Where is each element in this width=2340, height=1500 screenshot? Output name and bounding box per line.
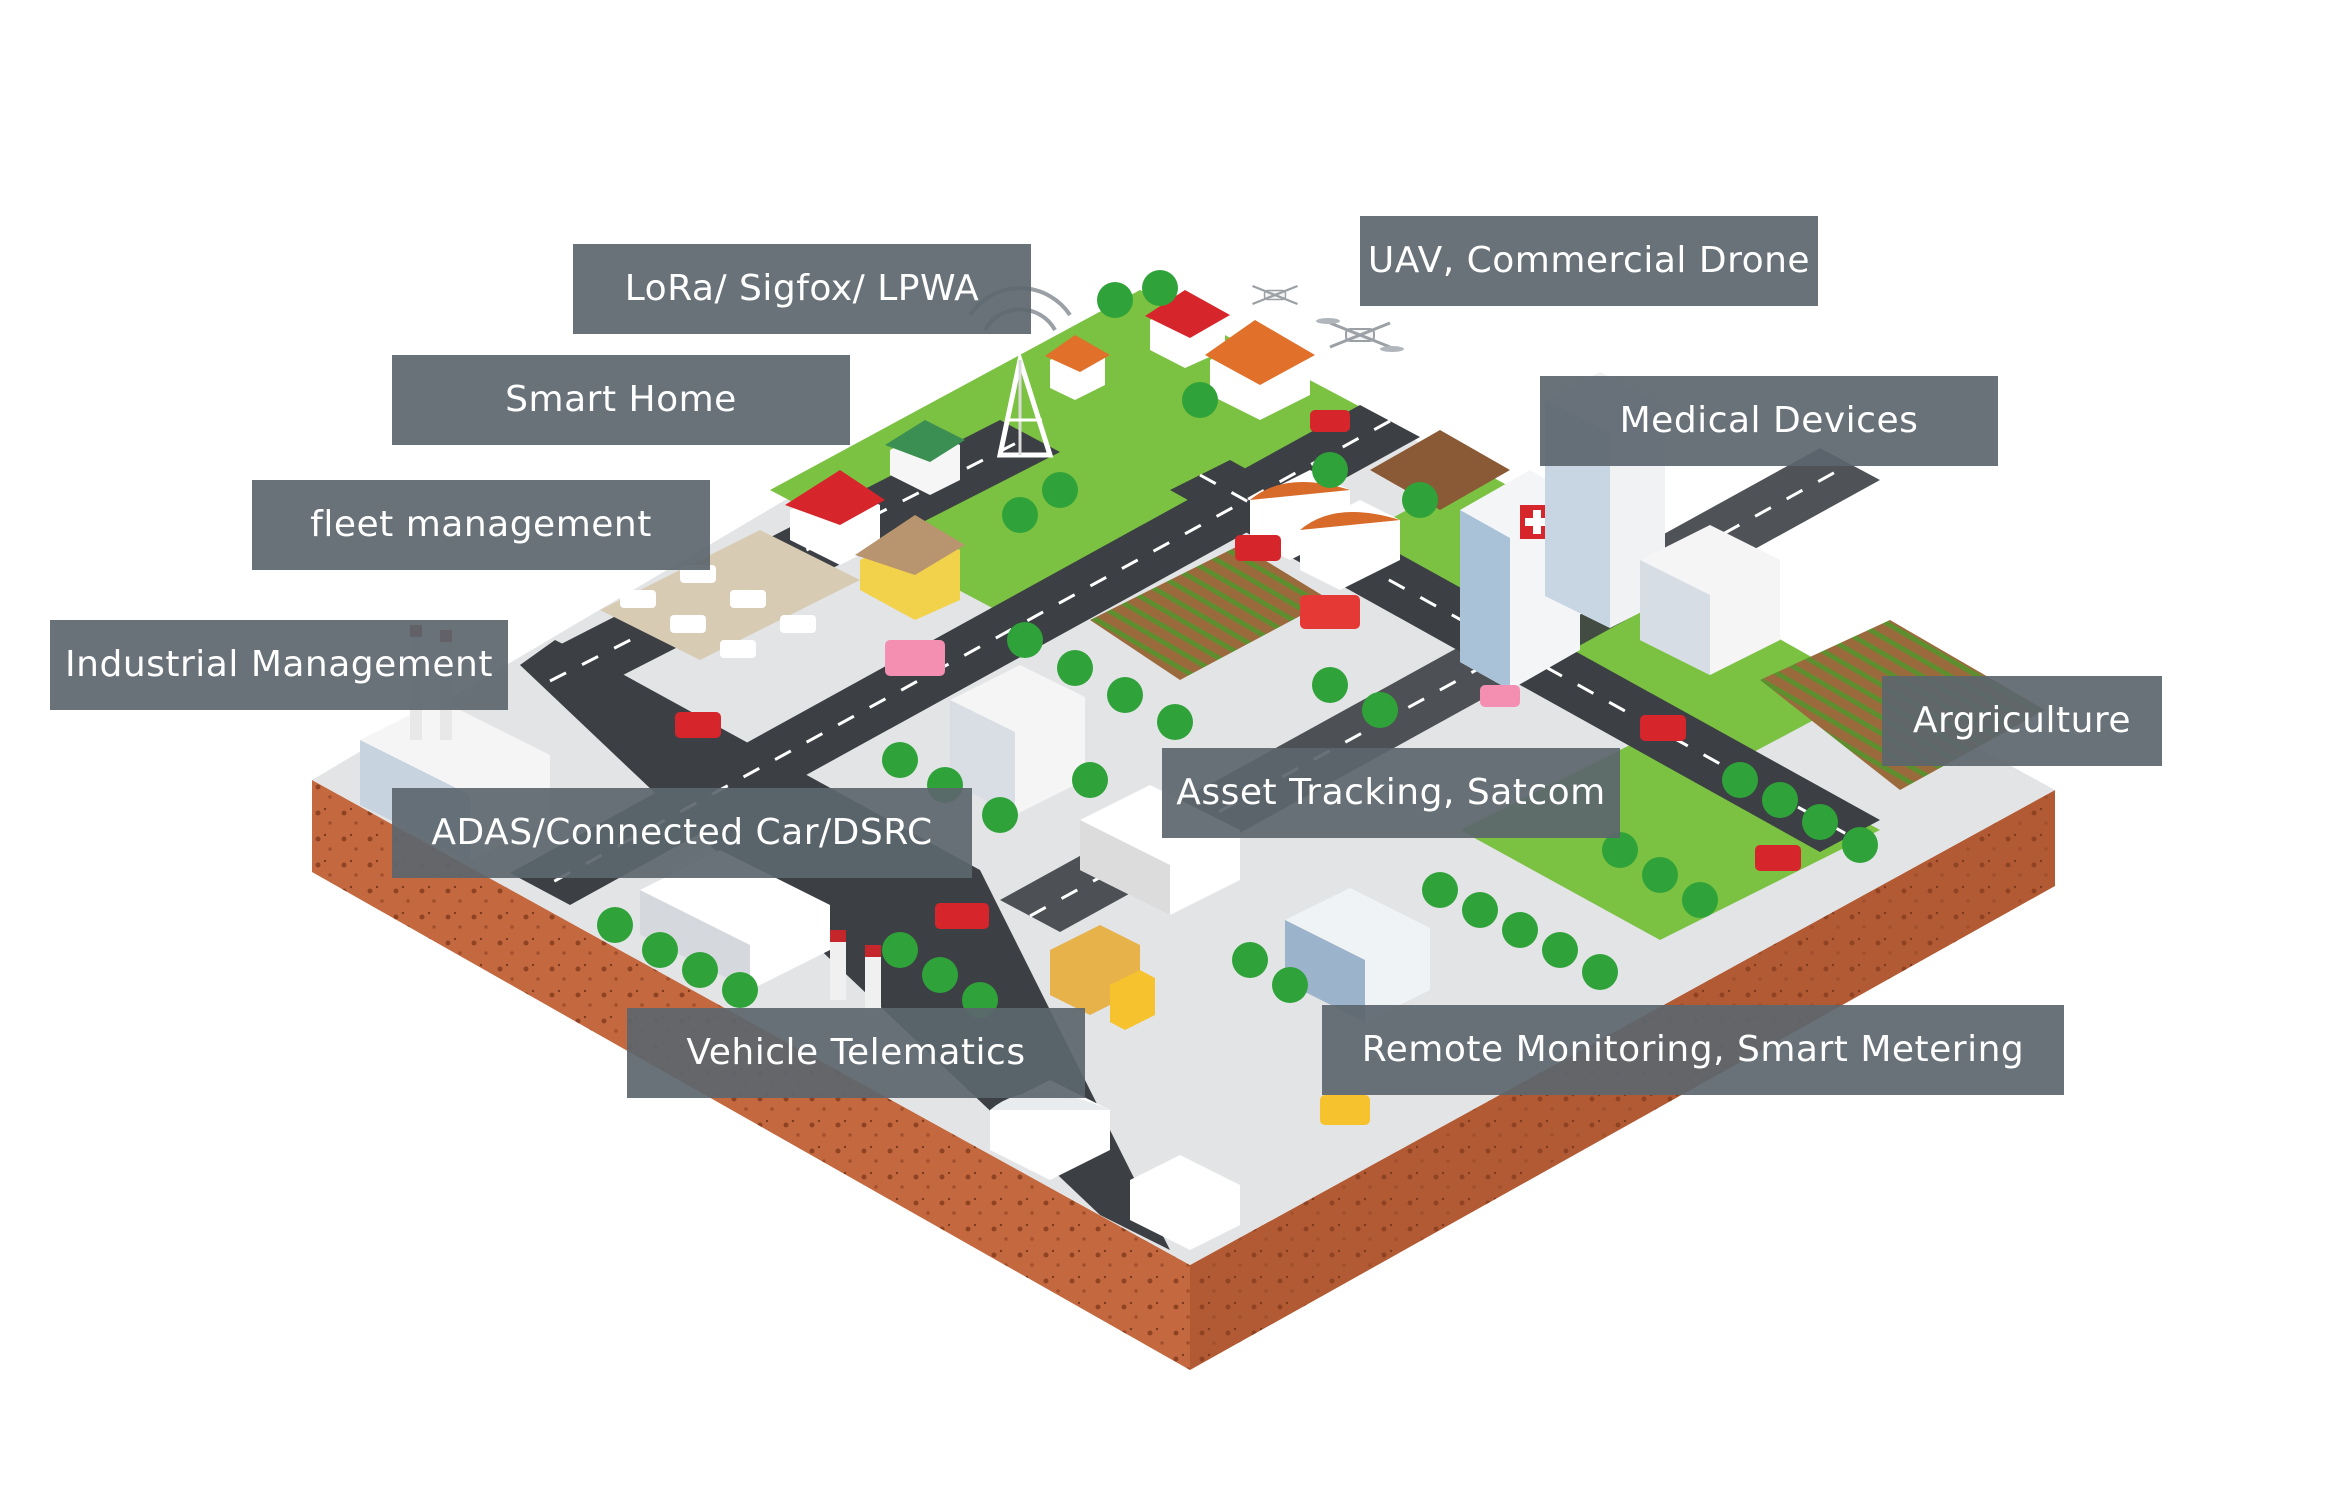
tree-icon [1142, 270, 1178, 306]
house-icon [1145, 290, 1230, 368]
tree-icon [1157, 704, 1193, 740]
tree-icon [1582, 954, 1618, 990]
label-medical: Medical Devices [1540, 376, 1998, 466]
car-icon [675, 712, 721, 738]
tree-icon [1107, 677, 1143, 713]
label-vehicle-telematics: Vehicle Telematics [627, 1008, 1085, 1098]
tree-icon [1602, 832, 1638, 868]
tree-icon [1802, 804, 1838, 840]
drone-icon [1316, 318, 1404, 352]
tree-icon [1542, 932, 1578, 968]
tree-icon [1042, 472, 1078, 508]
car-icon [935, 903, 989, 929]
tree-icon [1272, 967, 1308, 1003]
tree-icon [722, 972, 758, 1008]
car-icon [1755, 845, 1801, 871]
tree-icon [1682, 882, 1718, 918]
car-icon [1480, 685, 1520, 707]
tree-icon [682, 952, 718, 988]
tree-icon [642, 932, 678, 968]
car-icon [885, 640, 945, 676]
office-building-icon [950, 665, 1085, 815]
label-adas: ADAS/Connected Car/DSRC [392, 788, 972, 878]
car-icon [1235, 535, 1281, 561]
label-remote-monitoring: Remote Monitoring, Smart Metering [1322, 1005, 2064, 1095]
tree-icon [882, 932, 918, 968]
tree-icon [1642, 857, 1678, 893]
tree-icon [1722, 762, 1758, 798]
warehouse-icon [1130, 1155, 1240, 1250]
tree-icon [1422, 872, 1458, 908]
tree-icon [1232, 942, 1268, 978]
house-icon [855, 515, 965, 620]
label-uav: UAV, Commercial Drone [1360, 216, 1818, 306]
office-building-icon [1640, 525, 1780, 675]
tree-icon [1462, 892, 1498, 928]
tree-icon [1312, 667, 1348, 703]
tree-icon [1007, 622, 1043, 658]
parking-lot [600, 530, 860, 660]
tree-icon [882, 742, 918, 778]
car-icon [1310, 410, 1350, 432]
label-fleet: fleet management [252, 480, 710, 570]
tree-icon [1072, 762, 1108, 798]
tree-icon [922, 957, 958, 993]
drone-icon [1252, 284, 1298, 306]
factory-icon [640, 850, 881, 1015]
house-icon [1205, 320, 1315, 420]
house-icon [1045, 335, 1110, 400]
tree-icon [1842, 827, 1878, 863]
truck-icon [1050, 925, 1155, 1030]
tree-icon [982, 797, 1018, 833]
office-building-icon [1285, 888, 1430, 1022]
car-icon [1300, 595, 1360, 629]
label-smart-home: Smart Home [392, 355, 850, 445]
tree-icon [1402, 482, 1438, 518]
house-icon [885, 420, 965, 495]
label-asset-tracking: Asset Tracking, Satcom [1162, 748, 1620, 838]
tree-icon [1002, 497, 1038, 533]
crop-field [1090, 545, 1330, 680]
label-lora: LoRa/ Sigfox/ LPWA [573, 244, 1031, 334]
tree-icon [1312, 452, 1348, 488]
vehicles [675, 410, 1801, 1125]
tree-icon [1502, 912, 1538, 948]
farm-plot-north [1370, 430, 1510, 510]
car-icon [1320, 1095, 1370, 1125]
car-icon [1640, 715, 1686, 741]
tree-icon [1362, 692, 1398, 728]
label-industrial: Industrial Management [50, 620, 508, 710]
house-icon [785, 470, 885, 565]
tree-icon [1182, 382, 1218, 418]
tree-icon [1057, 650, 1093, 686]
tree-icon [597, 907, 633, 943]
label-agriculture: Argriculture [1882, 676, 2162, 766]
tree-icon [1762, 782, 1798, 818]
tree-icon [1097, 282, 1133, 318]
